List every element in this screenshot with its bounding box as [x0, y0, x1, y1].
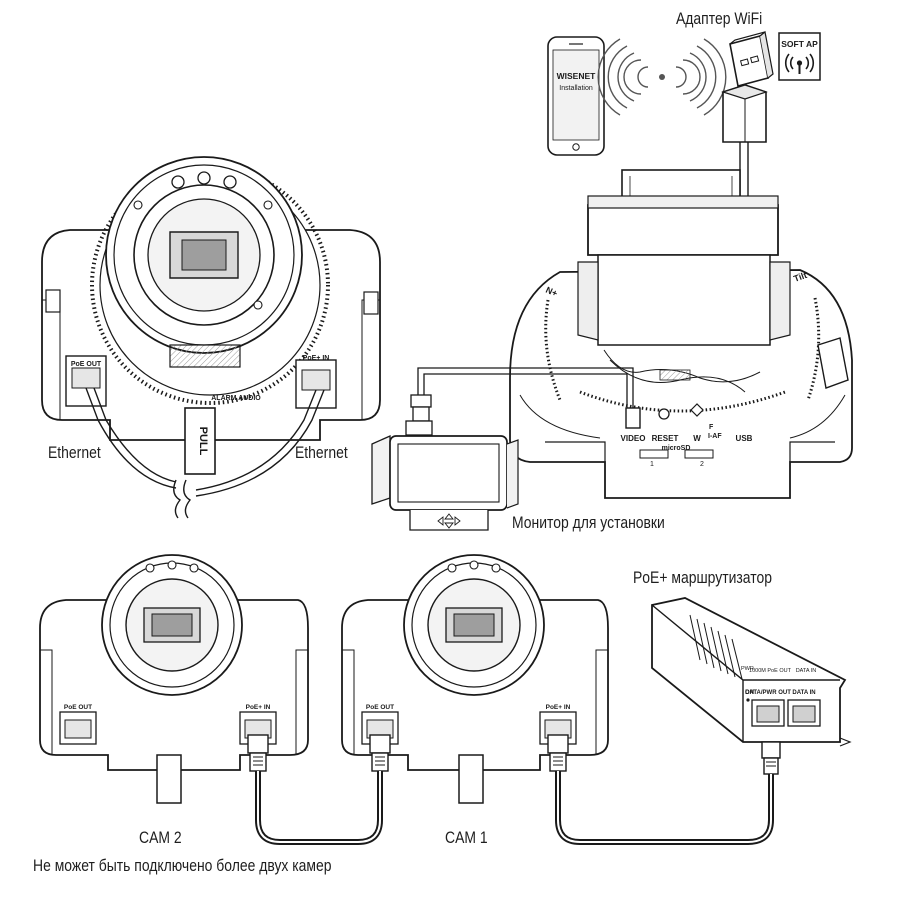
pull-tab-label: PULL	[197, 427, 209, 456]
ring-mark-left: N+	[544, 285, 559, 299]
rj45-plug-cam2	[247, 734, 269, 772]
cable-cam2-to-cam1	[255, 771, 383, 845]
poe-router-label: PoE+ маршрутизатор	[633, 568, 772, 587]
wifi-dongle-icon	[729, 30, 774, 87]
alarm-audio-label: ALARM AUDIO	[211, 395, 261, 402]
wifi-adapter-label: Адаптер WiFi	[676, 9, 763, 28]
front-poe-out-label: PoE OUT	[71, 361, 102, 368]
poe-router-illustration: PWR ON DATA/PWR OUT DATA IN 1000M PoE OU…	[651, 597, 852, 747]
slot-1-label: 1	[650, 461, 654, 468]
focus-label: F	[709, 424, 714, 431]
ethernet-right-label: Ethernet	[295, 443, 348, 462]
phone-app-label: Installation	[559, 85, 593, 92]
rj45-plug-router	[761, 741, 781, 775]
smartphone-icon: WISENET Installation	[547, 36, 605, 156]
cam1-poe-out-label: PoE OUT	[366, 704, 394, 711]
cam2-poe-out-label: PoE OUT	[64, 704, 92, 711]
router-in-caption: DATA IN	[796, 668, 817, 674]
router-out-caption: 1000M PoE OUT	[749, 668, 792, 674]
cam2-label: CAM 2	[139, 828, 182, 847]
microsd-label: microSD	[662, 445, 691, 452]
cam2-poe-in-label: PoE+ IN	[246, 704, 271, 711]
cam1-label: CAM 1	[445, 828, 488, 847]
usb-port-label: USB	[736, 434, 753, 443]
video-cable	[405, 367, 634, 436]
router-on-label: ON	[745, 690, 754, 696]
camera-limit-note: Не может быть подключено более двух каме…	[33, 856, 332, 875]
ethernet-left-label: Ethernet	[48, 443, 101, 462]
install-monitor-label: Монитор для установки	[512, 513, 665, 532]
router-data-in-label: DATA IN	[792, 690, 815, 696]
rj45-plug-cam1-in	[547, 734, 569, 772]
cam1-illustration: PoE OUT PoE+ IN	[341, 554, 609, 804]
slot-2-label: 2	[700, 461, 704, 468]
cam2-illustration: PoE OUT PoE+ IN	[39, 554, 309, 804]
iaf-label: I-AF	[708, 433, 722, 440]
front-poe-in-label: PoE+ IN	[303, 355, 330, 362]
camera-front-view: PoE OUT PoE+ IN ALARM AUDIO PULL	[41, 156, 381, 475]
install-monitor-icon	[371, 434, 519, 531]
phone-brand: WISENET	[557, 71, 597, 81]
ring-mark-right: Tilt	[792, 270, 808, 284]
rj45-plug-cam1-out	[369, 734, 391, 772]
zoom-label: W	[693, 434, 701, 443]
cam1-poe-in-label: PoE+ IN	[546, 704, 571, 711]
softap-label: SOFT AP	[781, 39, 818, 49]
reset-button-label: RESET	[652, 434, 679, 443]
softap-icon: SOFT AP	[778, 32, 821, 81]
ethernet-loop-cable	[85, 387, 325, 519]
cable-cam1-to-router	[555, 771, 774, 845]
camera-rear-view: N+ Tilt VIDEO RESET W F I-AF USB microSD…	[509, 169, 853, 499]
router-data-pwr-out-label: DATA/PWR OUT	[745, 690, 791, 696]
wifi-signal-icon	[597, 38, 727, 116]
video-port-label: VIDEO	[621, 434, 646, 443]
router-pwr-label: PWR	[741, 666, 754, 672]
